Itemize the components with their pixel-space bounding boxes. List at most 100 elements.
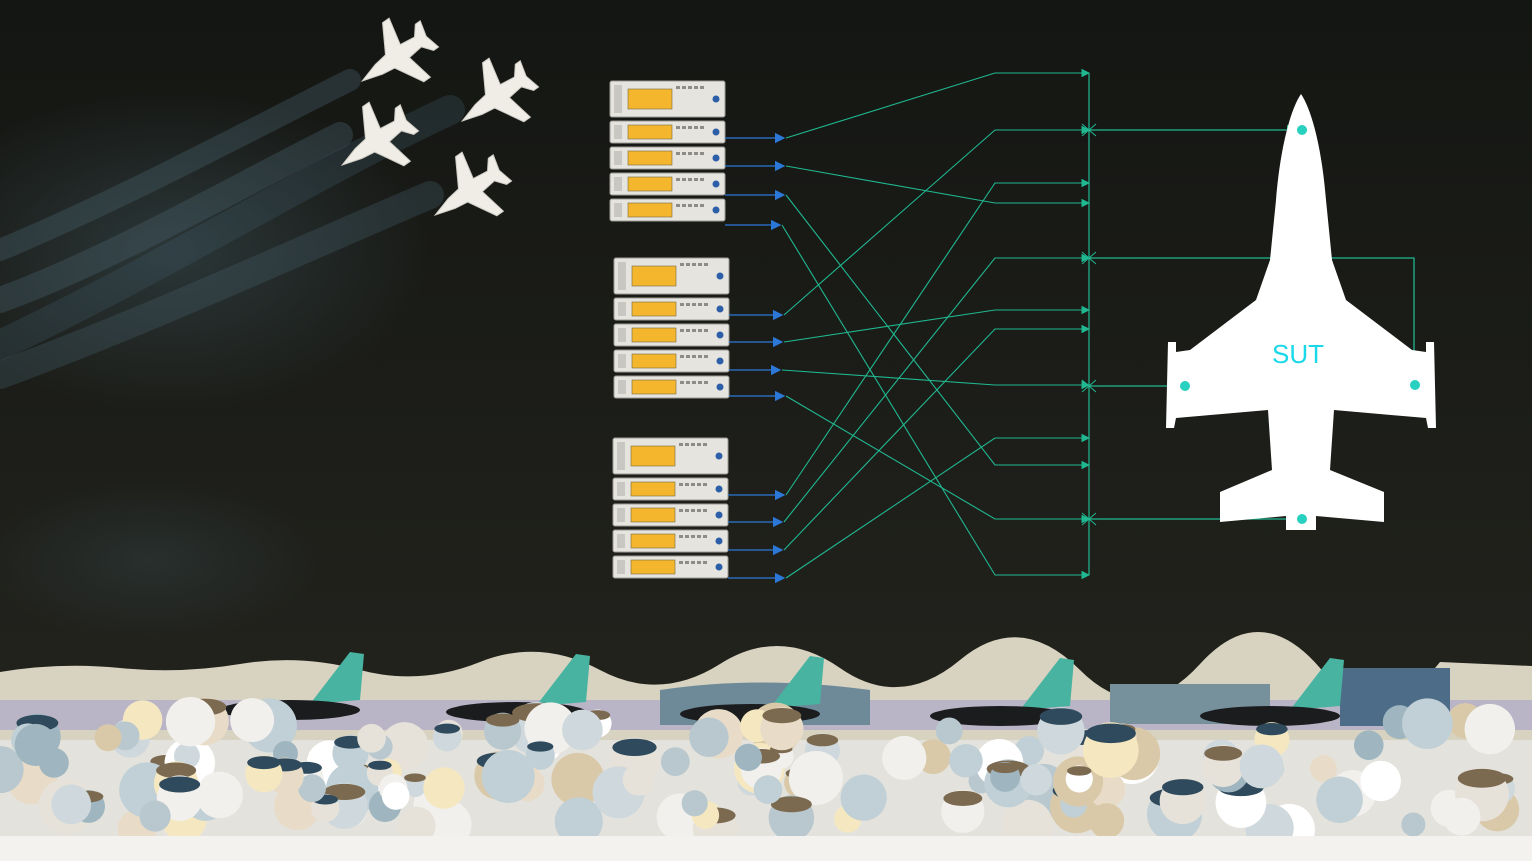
unit-key — [686, 303, 690, 306]
instrument-unit — [609, 198, 726, 222]
parked-jet-tail — [770, 656, 824, 708]
unit-key — [682, 204, 686, 207]
instrument-unit — [613, 323, 730, 347]
jet-formation — [340, 17, 540, 217]
unit-key — [694, 178, 698, 181]
route-line — [783, 125, 1091, 316]
jet-icon — [340, 101, 420, 167]
spectator — [230, 698, 275, 743]
sut-port-nose — [1297, 125, 1307, 135]
unit-handle — [614, 203, 622, 217]
smoke-haze-lower — [0, 480, 320, 640]
unit-handle — [618, 302, 626, 316]
unit-key — [691, 509, 695, 512]
spectator-hat — [1161, 779, 1204, 796]
parked-jet-body — [930, 706, 1070, 726]
output-to-right-wing — [1089, 257, 1420, 380]
route-line — [785, 395, 1091, 524]
route-line — [783, 253, 1091, 523]
route-line — [785, 194, 1091, 470]
spectator — [1360, 760, 1401, 802]
unit-knob — [715, 563, 723, 571]
unit-key — [700, 126, 704, 129]
spectator-hat — [404, 773, 426, 782]
unit-screen — [631, 327, 677, 343]
unit-key — [676, 86, 680, 89]
unit-key — [691, 561, 695, 564]
spectator-hat — [527, 741, 554, 752]
unit-key — [703, 443, 707, 446]
unit-key — [700, 178, 704, 181]
spectator — [788, 750, 843, 806]
spectator — [1442, 797, 1481, 836]
routing-lines — [725, 68, 1420, 584]
unit-handle — [614, 85, 622, 113]
junction-mark — [1081, 379, 1097, 393]
spectator — [139, 800, 171, 832]
spectator — [381, 782, 410, 810]
route-line — [785, 178, 1091, 496]
unit-knob — [716, 357, 724, 365]
jet-icon — [433, 151, 513, 217]
spectator — [0, 745, 24, 794]
unit-key — [685, 443, 689, 446]
unit-handle — [618, 328, 626, 342]
unit-key — [679, 535, 683, 538]
unit-knob — [712, 154, 720, 162]
unit-key — [686, 355, 690, 358]
unit-key — [692, 329, 696, 332]
unit-handle — [617, 534, 625, 548]
junction-mark — [1081, 512, 1097, 526]
unit-key — [680, 355, 684, 358]
spectator-hat — [612, 738, 657, 757]
unit-key — [691, 483, 695, 486]
spectator-hat — [156, 762, 197, 779]
spectator — [681, 790, 708, 817]
unit-key — [694, 126, 698, 129]
unit-key — [679, 509, 683, 512]
route-line — [783, 324, 1091, 551]
unit-key — [676, 204, 680, 207]
unit-key — [704, 355, 708, 358]
unit-key — [704, 329, 708, 332]
spectator — [1239, 744, 1284, 789]
unit-key — [698, 303, 702, 306]
unit-key — [682, 152, 686, 155]
spectator — [1020, 764, 1053, 796]
parked-jet-body — [1200, 706, 1340, 726]
unit-screen — [627, 124, 673, 140]
spectator — [51, 784, 92, 825]
unit-key — [676, 152, 680, 155]
spectator-hat — [943, 790, 983, 806]
spectator — [380, 722, 429, 770]
instrument-unit — [609, 120, 726, 144]
sut-port-right-wing — [1410, 380, 1420, 390]
unit-knob — [716, 272, 724, 280]
spectator-hat — [159, 776, 201, 793]
spectator — [165, 697, 216, 747]
route-line — [785, 165, 1091, 208]
spectator-hat — [770, 796, 812, 813]
unit-key — [700, 152, 704, 155]
unit-key — [703, 535, 707, 538]
instrument-unit — [612, 529, 729, 553]
unit-key — [676, 126, 680, 129]
spectator-hat — [1067, 766, 1092, 776]
unit-screen — [631, 265, 677, 287]
unit-key — [688, 86, 692, 89]
unit-knob — [715, 511, 723, 519]
spectator-hat — [1457, 768, 1507, 788]
route-line — [781, 224, 1091, 580]
spectator-hat — [1085, 723, 1136, 744]
unit-key — [692, 303, 696, 306]
smoke-haze — [0, 90, 430, 410]
bottom-margin — [0, 836, 1532, 861]
jet-icon — [460, 57, 540, 123]
route-line — [781, 369, 1091, 390]
unit-key — [682, 126, 686, 129]
sut-port-left-wing — [1180, 381, 1190, 391]
unit-key — [694, 204, 698, 207]
unit-key — [680, 329, 684, 332]
instrument-unit — [612, 477, 729, 501]
unit-key — [691, 443, 695, 446]
